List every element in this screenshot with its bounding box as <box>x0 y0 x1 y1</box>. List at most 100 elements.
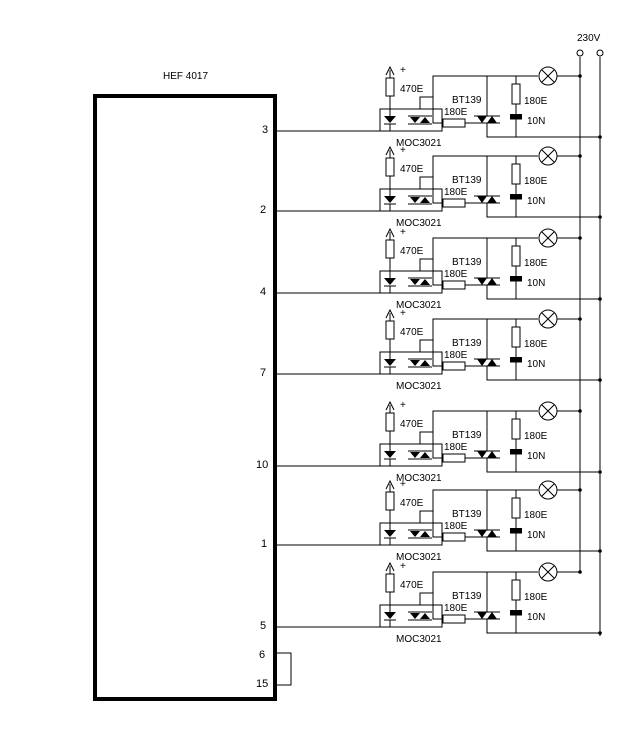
triac-icon <box>477 530 487 537</box>
gate-resistor-label: 180E <box>444 350 468 361</box>
opto-led-leads <box>384 606 396 627</box>
opto-out-lead <box>419 96 434 124</box>
lamp-cross <box>541 69 555 83</box>
pin-label: 10 <box>256 459 268 471</box>
triac-icon <box>477 612 487 619</box>
snubber-resistor <box>511 579 521 601</box>
snubber-resistor <box>511 83 521 105</box>
gate-resistor <box>442 361 466 371</box>
opto-label: MOC3021 <box>396 381 442 392</box>
snubber-resistor <box>511 497 521 519</box>
opto-label: MOC3021 <box>396 138 442 149</box>
junction-dot <box>578 570 582 574</box>
pin-label: 3 <box>262 124 268 136</box>
opto-out-lead <box>419 176 434 204</box>
opto-triac-icon <box>410 279 420 285</box>
led-resistor-label: 470E <box>400 246 424 257</box>
snubber-resistor-label: 180E <box>524 176 548 187</box>
gate-resistor-label: 180E <box>444 521 468 532</box>
triac-label: BT139 <box>452 591 482 602</box>
opto-triac-icon <box>410 613 420 619</box>
led-resistor <box>385 491 395 511</box>
opto-triac-bars <box>408 611 432 621</box>
snubber-capacitor <box>510 266 522 299</box>
opto-led-icon <box>384 359 396 366</box>
opto-body <box>379 188 443 212</box>
triac-label: BT139 <box>452 95 482 106</box>
junction-dot <box>598 215 602 219</box>
opto-triac-icon <box>410 197 420 203</box>
triac-label: BT139 <box>452 430 482 441</box>
gate-resistor-label: 180E <box>444 442 468 453</box>
snubber-capacitor <box>510 184 522 217</box>
opto-triac-icon <box>410 117 420 123</box>
triac-icon <box>487 359 497 366</box>
pin-label-15: 15 <box>256 678 268 690</box>
snubber-capacitor <box>510 104 522 137</box>
opto-led-icon <box>384 451 396 458</box>
opto-triac-icon <box>410 531 420 537</box>
lamp-cross <box>541 565 555 579</box>
led-resistor <box>385 412 395 432</box>
snubber-capacitor-plate <box>510 528 522 533</box>
opto-triac-icon <box>420 360 430 366</box>
triac-bottom-wire <box>486 285 600 300</box>
opto-led-icon <box>384 278 396 285</box>
junction-dot <box>598 135 602 139</box>
pin-label-6: 6 <box>259 649 265 661</box>
opto-led-leads <box>384 353 396 374</box>
snubber-capacitor-plate <box>510 449 522 454</box>
gate-resistor <box>442 198 466 208</box>
led-resistor-label: 470E <box>400 498 424 509</box>
gate-resistor-label: 180E <box>444 187 468 198</box>
opto-led-leads <box>384 445 396 466</box>
snubber-capacitor-plate <box>510 610 522 615</box>
triac-icon <box>487 612 497 619</box>
opto-out-lead <box>419 258 434 286</box>
opto-to-mt <box>432 489 487 511</box>
plus-sign: + <box>400 400 406 411</box>
junction-dot <box>578 488 582 492</box>
snubber-resistor-label: 180E <box>524 258 548 269</box>
triac-icon <box>477 116 487 123</box>
triac-bottom-wire <box>486 366 600 381</box>
opto-to-mt <box>432 237 487 259</box>
plus-sign: + <box>400 308 406 319</box>
snubber-capacitor <box>510 600 522 633</box>
plus-sign: + <box>400 145 406 156</box>
opto-triac-icon <box>420 197 430 203</box>
opto-triac-bars <box>408 277 432 287</box>
pin-6-15-link <box>277 652 292 686</box>
snubber-capacitor-plate <box>510 114 522 119</box>
snubber-capacitor <box>510 439 522 472</box>
junction-dot <box>578 74 582 78</box>
opto-led-leads <box>384 272 396 293</box>
gate-resistor <box>442 614 466 624</box>
opto-triac-icon <box>420 531 430 537</box>
triac-icon <box>477 359 487 366</box>
opto-led-icon <box>384 116 396 123</box>
triac-bottom-wire <box>486 203 600 218</box>
supply-terminal-right <box>596 49 604 57</box>
led-resistor-label: 470E <box>400 580 424 591</box>
pin-label: 5 <box>260 620 266 632</box>
led-resistor-label: 470E <box>400 84 424 95</box>
ic-body <box>93 94 277 701</box>
opto-led-icon <box>384 196 396 203</box>
gate-resistor-label: 180E <box>444 269 468 280</box>
snubber-capacitor <box>510 518 522 551</box>
snubber-resistor <box>511 418 521 440</box>
pin-label: 7 <box>260 367 266 379</box>
plus-sign: + <box>400 479 406 490</box>
led-resistor <box>385 239 395 259</box>
opto-out-lead <box>419 339 434 367</box>
gate-resistor-label: 180E <box>444 603 468 614</box>
pin-label: 2 <box>260 204 266 216</box>
opto-triac-icon <box>420 613 430 619</box>
